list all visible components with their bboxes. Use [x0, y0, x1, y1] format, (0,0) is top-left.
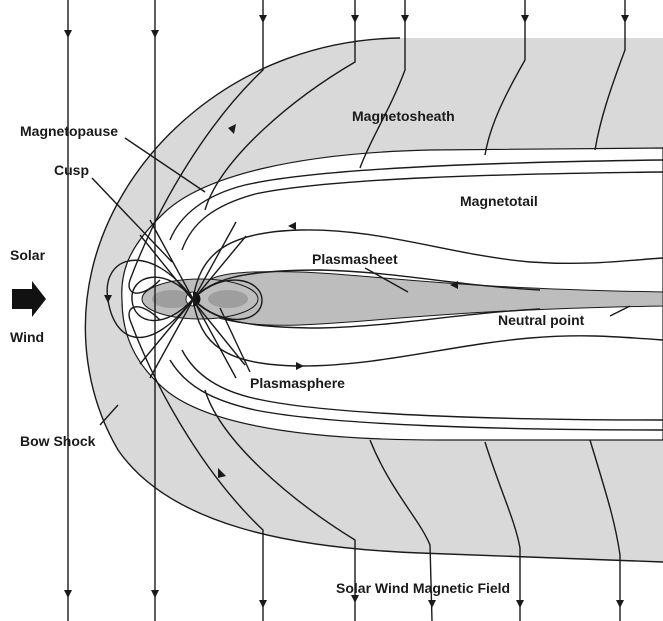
arrow-bottom-1: [259, 600, 267, 608]
label-magnetopause: Magnetopause: [20, 123, 118, 139]
arrow-bottom-3: [428, 600, 436, 608]
label-magnetotail: Magnetotail: [460, 193, 538, 209]
arrow-top-5: [621, 15, 629, 23]
label-wind: Wind: [10, 329, 44, 345]
label-bow-shock: Bow Shock: [20, 433, 96, 449]
label-solar: Solar: [10, 247, 46, 263]
label-cusp: Cusp: [54, 162, 89, 178]
plasmasphere-right-lobe: [208, 290, 248, 308]
arrow-top-4: [521, 15, 529, 23]
label-neutral-point: Neutral point: [498, 312, 585, 328]
arrow-sw-1: [64, 30, 72, 38]
arrow-bottom-5: [616, 600, 624, 608]
label-plasmasheet: Plasmasheet: [312, 251, 398, 267]
label-solar-wind-field: Solar Wind Magnetic Field: [336, 580, 510, 596]
arrow-top-2: [351, 15, 359, 23]
arrow-sw-2: [64, 590, 72, 598]
solar-wind-arrow-icon: [12, 281, 46, 317]
arrow-sw-4: [151, 590, 159, 598]
label-magnetosheath: Magnetosheath: [352, 108, 455, 124]
arrow-bottom-2: [351, 595, 359, 603]
arrow-bottom-4: [516, 600, 524, 608]
arrow-top-1: [259, 15, 267, 23]
arrow-sw-3: [151, 30, 159, 38]
arrow-top-3: [401, 15, 409, 23]
label-plasmasphere: Plasmasphere: [250, 375, 345, 391]
